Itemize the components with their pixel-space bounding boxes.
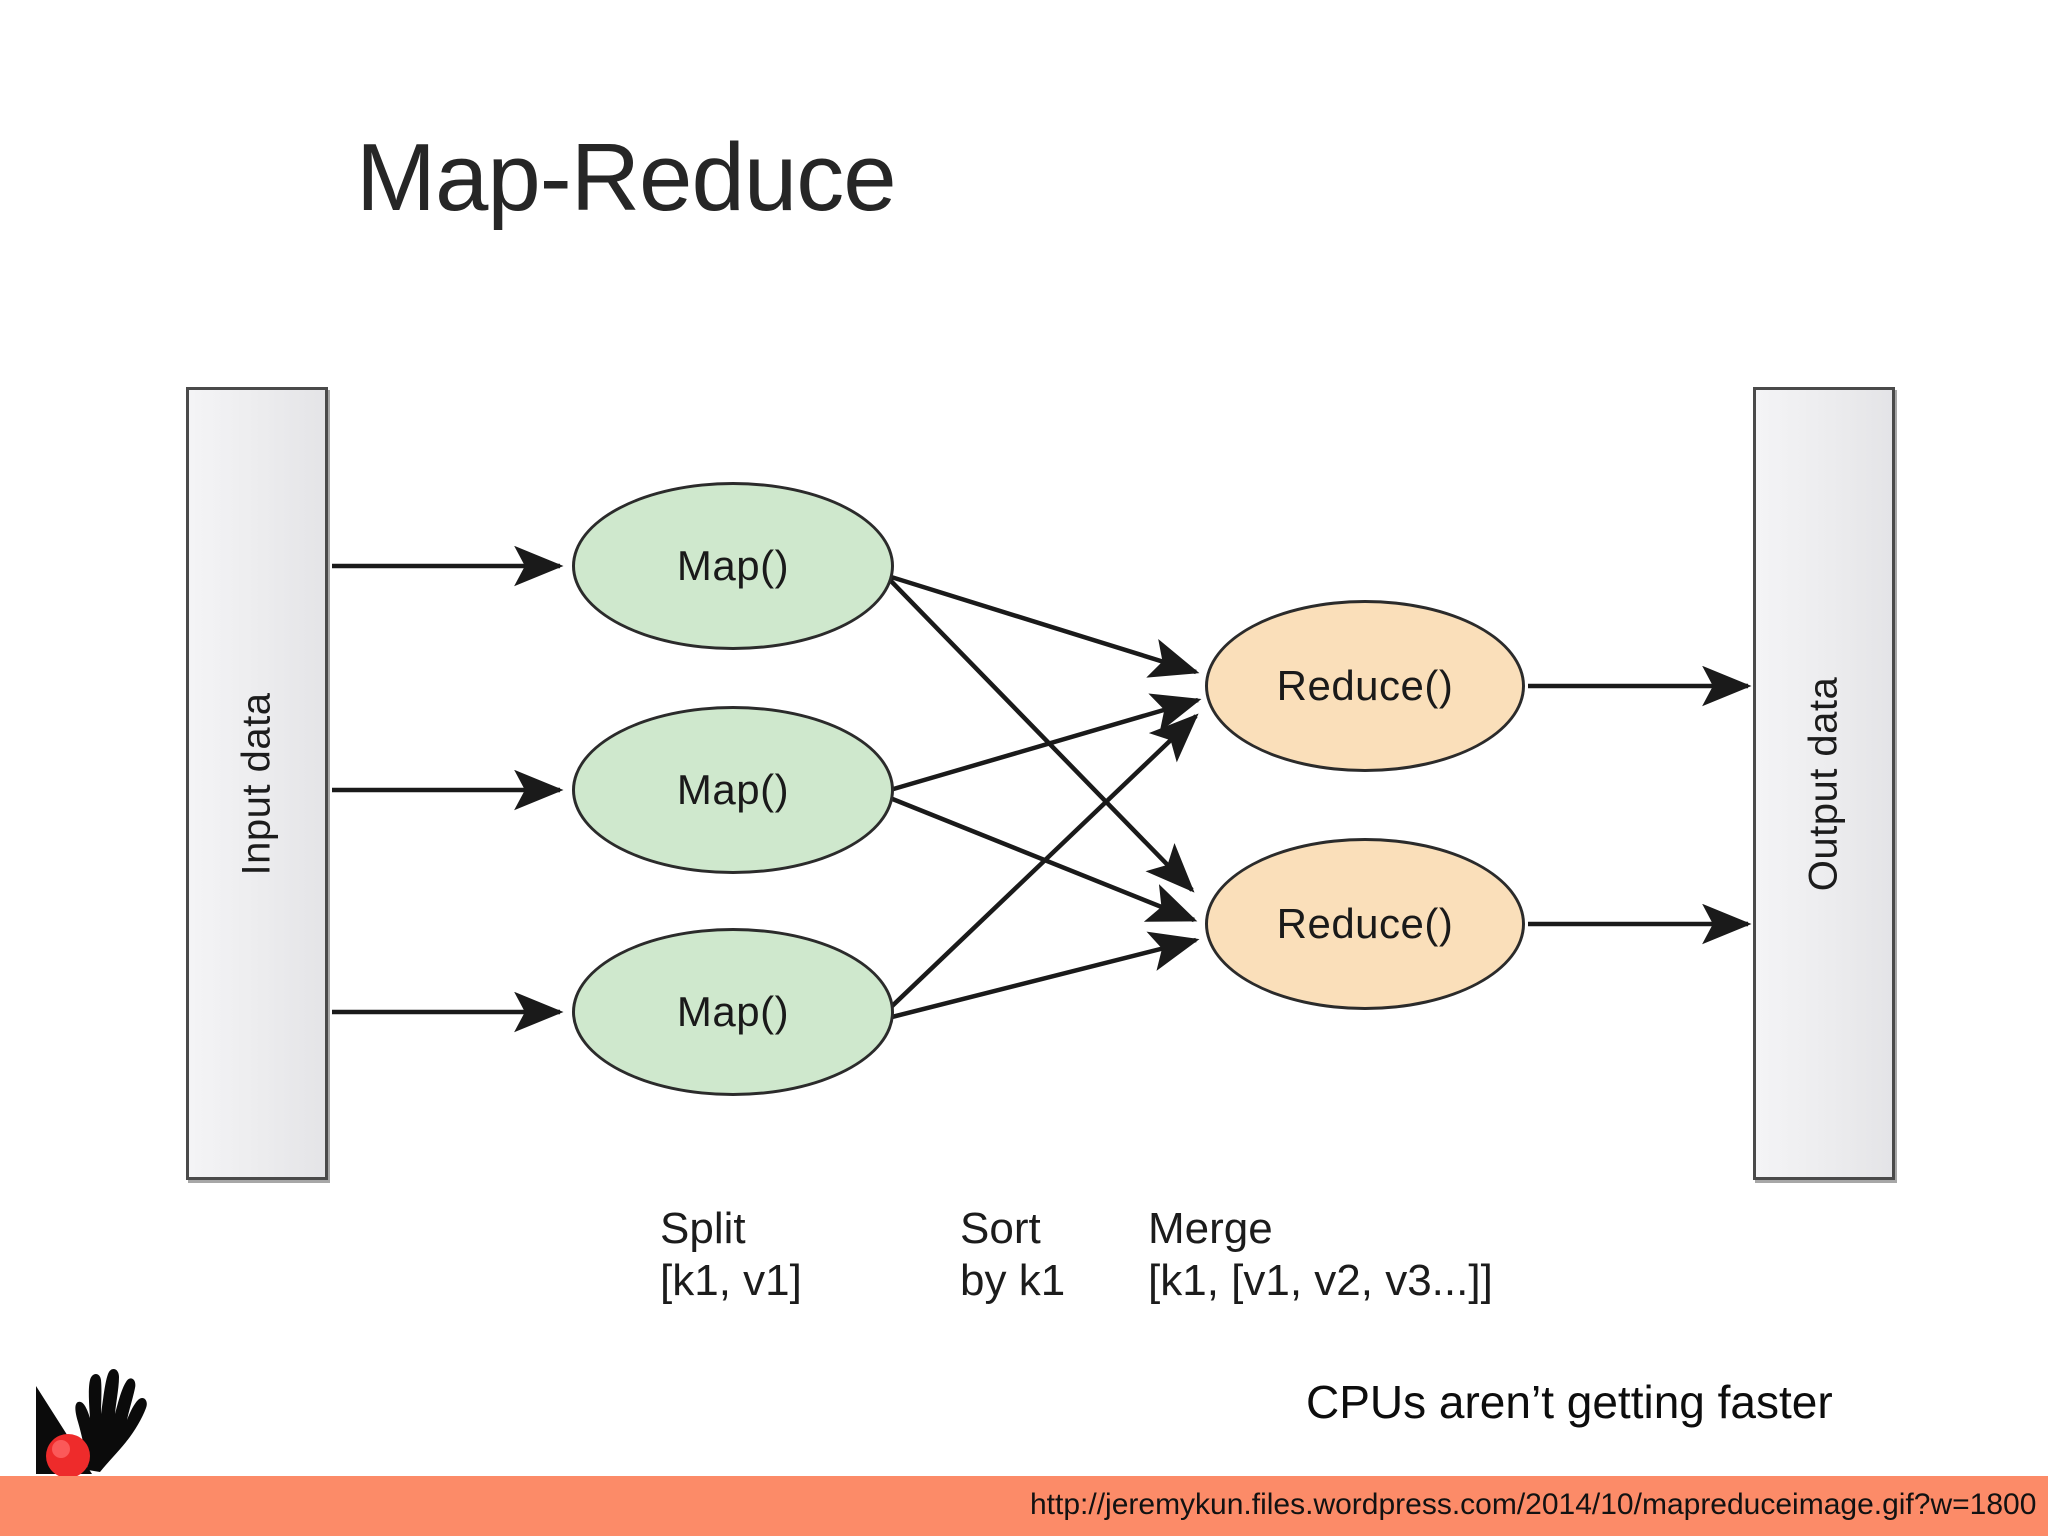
java-duke-logo-icon bbox=[36, 1368, 147, 1478]
arrow-map-0-to-reduce-1 bbox=[886, 576, 1195, 893]
source-banner: http://jeremykun.files.wordpress.com/201… bbox=[0, 1476, 2048, 1536]
stage-caption-title: Merge bbox=[1148, 1204, 1273, 1253]
mapreduce-diagram: Input data Output data Map() Map() Map()… bbox=[186, 387, 1895, 1307]
map-node-label: Map() bbox=[676, 988, 790, 1035]
map-node-label: Map() bbox=[676, 766, 790, 813]
input-data-bar: Input data bbox=[186, 387, 328, 1180]
reduce-node: Reduce() bbox=[1205, 600, 1525, 772]
reduce-node-label: Reduce() bbox=[1276, 900, 1454, 947]
source-url-text: http://jeremykun.files.wordpress.com/201… bbox=[1030, 1488, 2037, 1521]
stage-caption-detail: [k1, v1] bbox=[660, 1255, 802, 1305]
reduce-node-label: Reduce() bbox=[1276, 662, 1454, 709]
footer-note: CPUs aren’t getting faster bbox=[1306, 1376, 1833, 1428]
map-node: Map() bbox=[572, 482, 894, 650]
arrow-map-2-to-reduce-0 bbox=[886, 713, 1199, 1012]
stage-caption-detail: by k1 bbox=[960, 1255, 1066, 1305]
arrow-map-2-to-reduce-1 bbox=[887, 931, 1200, 1021]
stage-caption-split: Split [k1, v1] bbox=[660, 1203, 802, 1307]
input-data-label: Input data bbox=[234, 692, 279, 875]
output-data-label: Output data bbox=[1801, 676, 1846, 891]
map-node-label: Map() bbox=[676, 542, 790, 589]
arrow-map-1-to-reduce-0 bbox=[889, 693, 1202, 793]
stage-caption-merge: Merge [k1, [v1, v2, v3...]] bbox=[1148, 1203, 1493, 1307]
map-node: Map() bbox=[572, 928, 894, 1096]
stage-caption-title: Split bbox=[660, 1204, 746, 1253]
stage-caption-sort: Sort by k1 bbox=[960, 1203, 1065, 1307]
output-data-bar: Output data bbox=[1753, 387, 1895, 1180]
diagram-connectors bbox=[332, 545, 1752, 1033]
map-node: Map() bbox=[572, 706, 894, 874]
stage-caption-detail: [k1, [v1, v2, v3...]] bbox=[1148, 1255, 1493, 1305]
stage-caption-title: Sort bbox=[960, 1204, 1041, 1253]
arrow-map-0-to-reduce-0 bbox=[887, 573, 1200, 678]
page-title: Map-Reduce bbox=[356, 124, 897, 231]
reduce-node: Reduce() bbox=[1205, 838, 1525, 1010]
arrow-map-1-to-reduce-1 bbox=[889, 795, 1198, 923]
